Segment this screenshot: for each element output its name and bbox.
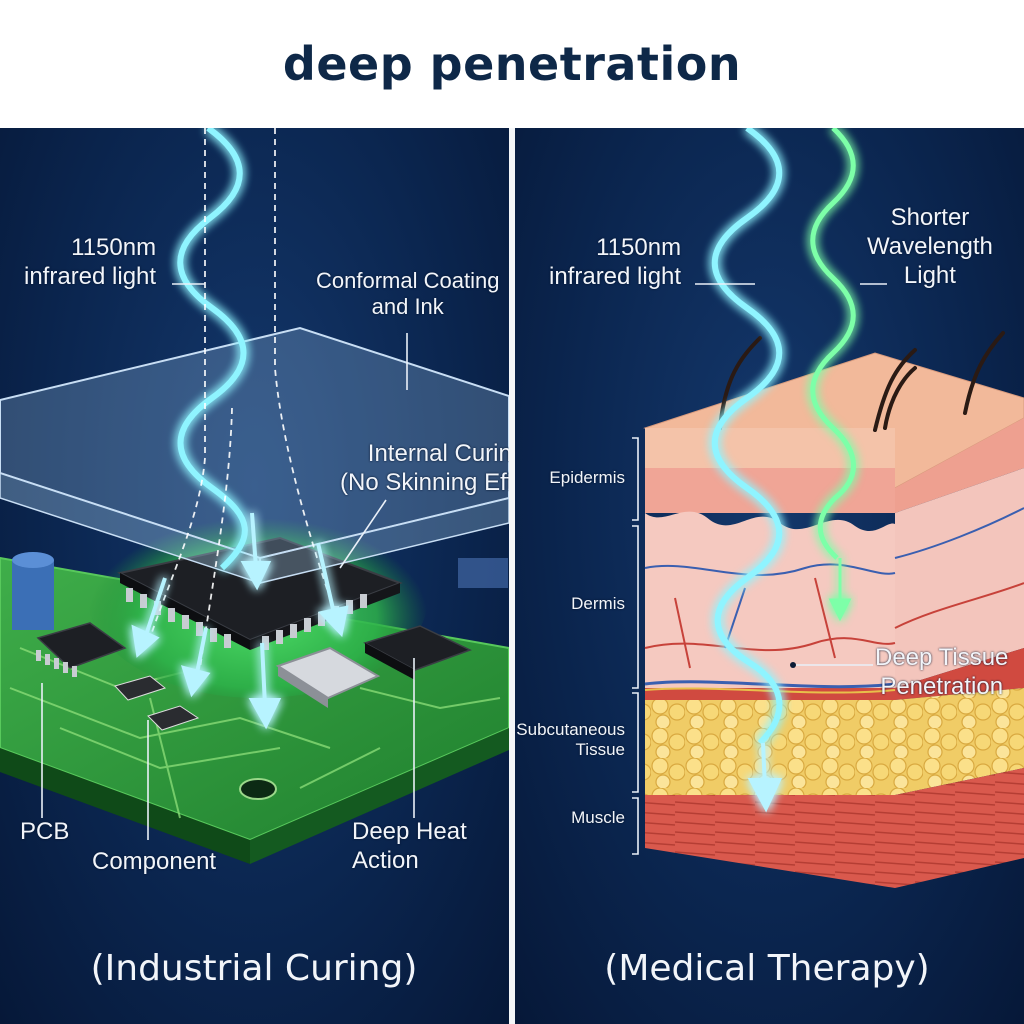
- internal-curing-label: Internal Curing (No Skinning Effect): [340, 440, 509, 496]
- dermis-bracket: [632, 525, 639, 689]
- panel-divider: [509, 128, 515, 1024]
- subcutaneous-bracket: [632, 692, 639, 793]
- leader-line: [339, 499, 387, 569]
- skin-block: [643, 331, 1024, 888]
- muscle-layer: [645, 795, 895, 888]
- epidermis-label: Epidermis: [549, 468, 625, 487]
- muscle-bracket: [632, 797, 639, 855]
- dermis-label: Dermis: [571, 594, 625, 613]
- industrial-caption: (Industrial Curing): [90, 948, 418, 989]
- pcb-label: PCB: [20, 818, 70, 845]
- component-label: Component: [92, 848, 217, 875]
- medical-caption: (Medical Therapy): [604, 948, 930, 989]
- pcb-illustration: [0, 128, 509, 864]
- skin-illustration: [632, 128, 1024, 888]
- crystal-oscillator: [275, 646, 381, 700]
- muscle-label: Muscle: [571, 808, 625, 827]
- page-title: deep penetration: [282, 37, 742, 91]
- epidermis-bracket: [632, 437, 639, 521]
- ir-beam: [711, 128, 783, 746]
- mounting-hole: [239, 778, 277, 800]
- short-wavelength-beam: [810, 128, 856, 560]
- dermis-layer: [645, 511, 895, 688]
- ir-beam: [177, 128, 248, 571]
- title-bar: deep penetration: [0, 0, 1024, 128]
- guide-line: [274, 128, 331, 599]
